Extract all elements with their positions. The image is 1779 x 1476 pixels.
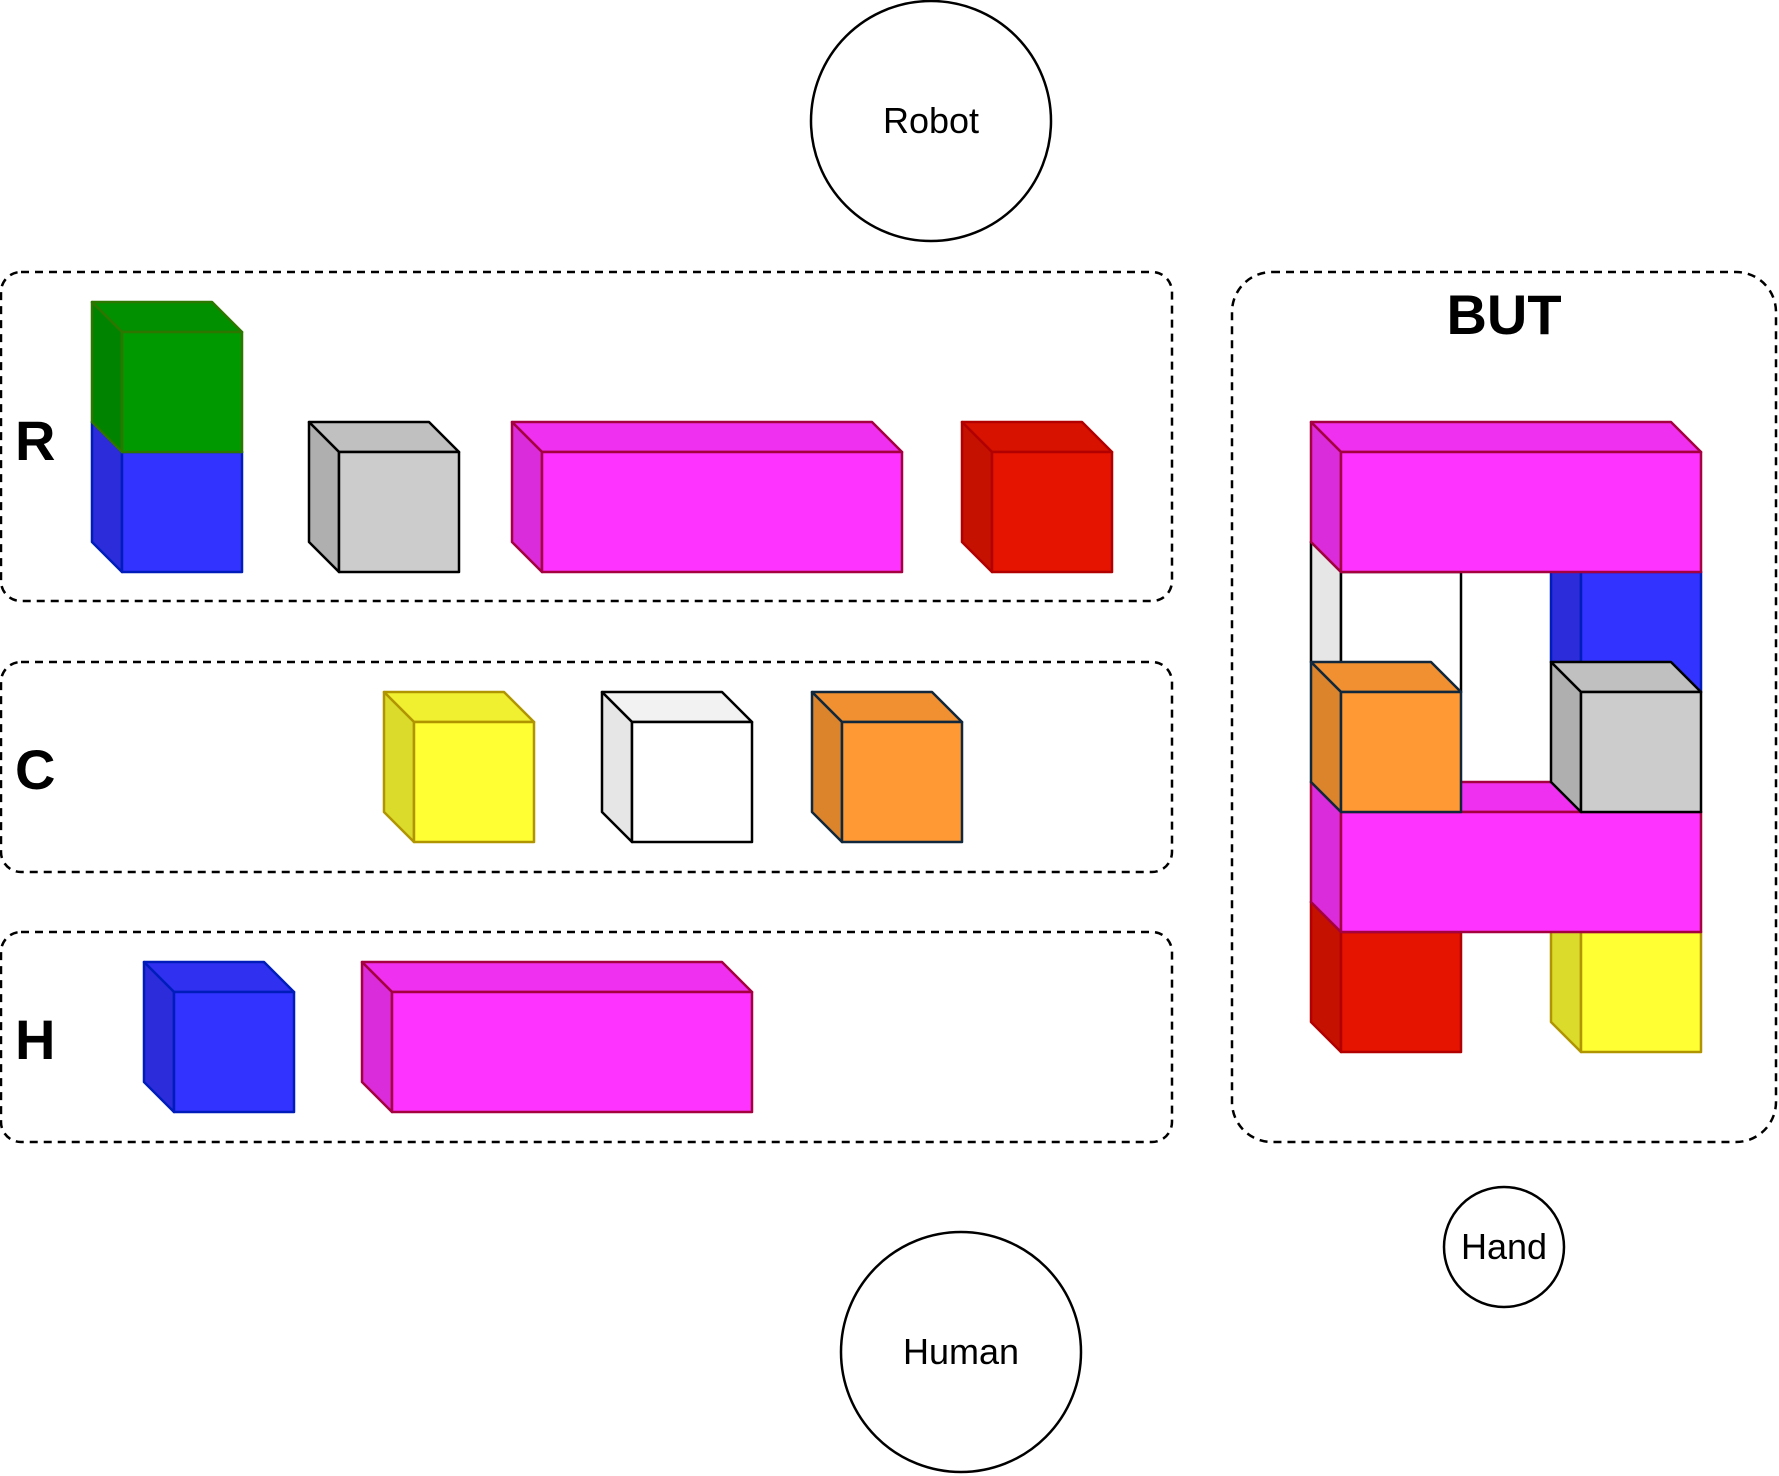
r-gray-cube-front bbox=[337, 450, 461, 574]
goal-orange-cube-front bbox=[1339, 690, 1463, 814]
r-red-cube bbox=[960, 420, 1114, 574]
robot-zone-border bbox=[0, 270, 1174, 603]
c-white-cube bbox=[600, 690, 754, 844]
goal-yellow-cube-front bbox=[1579, 930, 1703, 1054]
common-zone: C bbox=[0, 660, 1174, 874]
robot-zone-label: R bbox=[15, 409, 55, 472]
robot-node: Robot bbox=[809, 0, 1053, 243]
goal-orange-cube bbox=[1309, 660, 1463, 814]
common-zone-border bbox=[0, 660, 1174, 874]
h-magenta-bar-front bbox=[390, 990, 754, 1114]
goal-zone-border bbox=[1230, 270, 1778, 1144]
goal-magenta-bar-lower-front bbox=[1339, 810, 1703, 934]
goal-magenta-bar-upper-front bbox=[1339, 450, 1703, 574]
r-magenta-bar bbox=[510, 420, 904, 574]
r-magenta-bar-front bbox=[540, 450, 904, 574]
r-green-cube bbox=[90, 300, 244, 454]
r-blue-cube-front bbox=[120, 450, 244, 574]
h-magenta-bar-top bbox=[360, 960, 754, 994]
goal-gray-cube-front bbox=[1579, 690, 1703, 814]
r-green-cube-front bbox=[120, 330, 244, 454]
r-gray-cube bbox=[307, 420, 461, 574]
c-yellow-cube-front bbox=[412, 720, 536, 844]
goal-magenta-bar-upper bbox=[1309, 420, 1703, 574]
human-zone-label: H bbox=[15, 1008, 55, 1071]
h-blue-cube-front bbox=[172, 990, 296, 1114]
human-circle bbox=[839, 1230, 1083, 1474]
hand-node: Hand bbox=[1442, 1185, 1566, 1309]
common-zone-label: C bbox=[15, 738, 55, 801]
goal-zone-title: BUT bbox=[1446, 283, 1561, 346]
human-node: Human bbox=[839, 1230, 1083, 1474]
c-white-cube-front bbox=[630, 720, 754, 844]
goal-red-cube-front bbox=[1339, 930, 1463, 1054]
c-orange-cube-front bbox=[840, 720, 964, 844]
robot-zone: R bbox=[0, 270, 1174, 603]
r-magenta-bar-top bbox=[510, 420, 904, 454]
r-red-cube-front bbox=[990, 450, 1114, 574]
human-zone-border bbox=[0, 930, 1174, 1144]
human-zone: H bbox=[0, 930, 1174, 1144]
goal-zone: BUT bbox=[1230, 270, 1778, 1144]
goal-gray-cube bbox=[1549, 660, 1703, 814]
hand-circle bbox=[1442, 1185, 1566, 1309]
human-label: Human bbox=[903, 1331, 1019, 1372]
blocks-layer bbox=[90, 300, 1703, 1114]
h-blue-cube bbox=[142, 960, 296, 1114]
robot-circle bbox=[809, 0, 1053, 243]
c-orange-cube bbox=[810, 690, 964, 844]
c-yellow-cube bbox=[382, 690, 536, 844]
robot-label: Robot bbox=[883, 100, 979, 141]
goal-magenta-bar-upper-top bbox=[1309, 420, 1703, 454]
hand-label: Hand bbox=[1461, 1226, 1547, 1267]
h-magenta-bar bbox=[360, 960, 754, 1114]
